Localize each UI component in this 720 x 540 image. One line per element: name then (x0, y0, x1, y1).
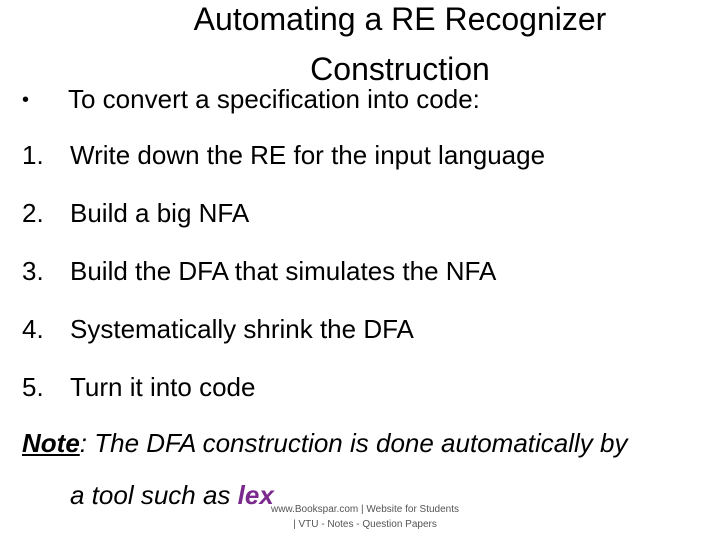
intro-bullet-text: To convert a specification into code: (68, 84, 480, 114)
note-text-1: : The DFA construction is done automatic… (79, 428, 628, 458)
note-text-2: a tool such as (70, 480, 238, 510)
note-line-2: a tool such as lex (70, 478, 274, 512)
step-number: 2. (22, 198, 44, 228)
step-text: Build a big NFA (70, 198, 250, 228)
step-text: Turn it into code (70, 372, 256, 402)
step-text: Write down the RE for the input language (70, 140, 546, 170)
step-item: 3. Build the DFA that simulates the NFA (22, 254, 545, 312)
steps-list: 1. Write down the RE for the input langua… (22, 138, 545, 428)
step-item: 4. Systematically shrink the DFA (22, 312, 545, 370)
step-text: Systematically shrink the DFA (70, 314, 414, 344)
watermark-line-1: www.Bookspar.com | Website for Students (270, 504, 460, 515)
note-line-1: Note: The DFA construction is done autom… (22, 426, 712, 460)
intro-bullet: • To convert a specification into code: (22, 82, 480, 117)
title-line-2: Construction (310, 51, 490, 87)
step-number: 3. (22, 256, 44, 286)
step-number: 4. (22, 314, 44, 344)
title-line-1: Automating a RE Recognizer (193, 1, 607, 37)
bullet-dot-icon: • (22, 89, 30, 111)
note-highlight-lex: lex (237, 480, 274, 510)
step-item: 5. Turn it into code (22, 370, 545, 428)
step-text: Build the DFA that simulates the NFA (70, 256, 497, 286)
step-number: 5. (22, 372, 44, 402)
slide-title: Automating a RE Recognizer Construction (150, 0, 650, 88)
step-item: 1. Write down the RE for the input langua… (22, 138, 545, 196)
watermark: www.Bookspar.com | Website for Students … (255, 502, 475, 532)
step-item: 2. Build a big NFA (22, 196, 545, 254)
note-label: Note (22, 428, 80, 458)
watermark-line-2: | VTU - Notes - Question Papers (293, 519, 437, 530)
step-number: 1. (22, 140, 44, 170)
